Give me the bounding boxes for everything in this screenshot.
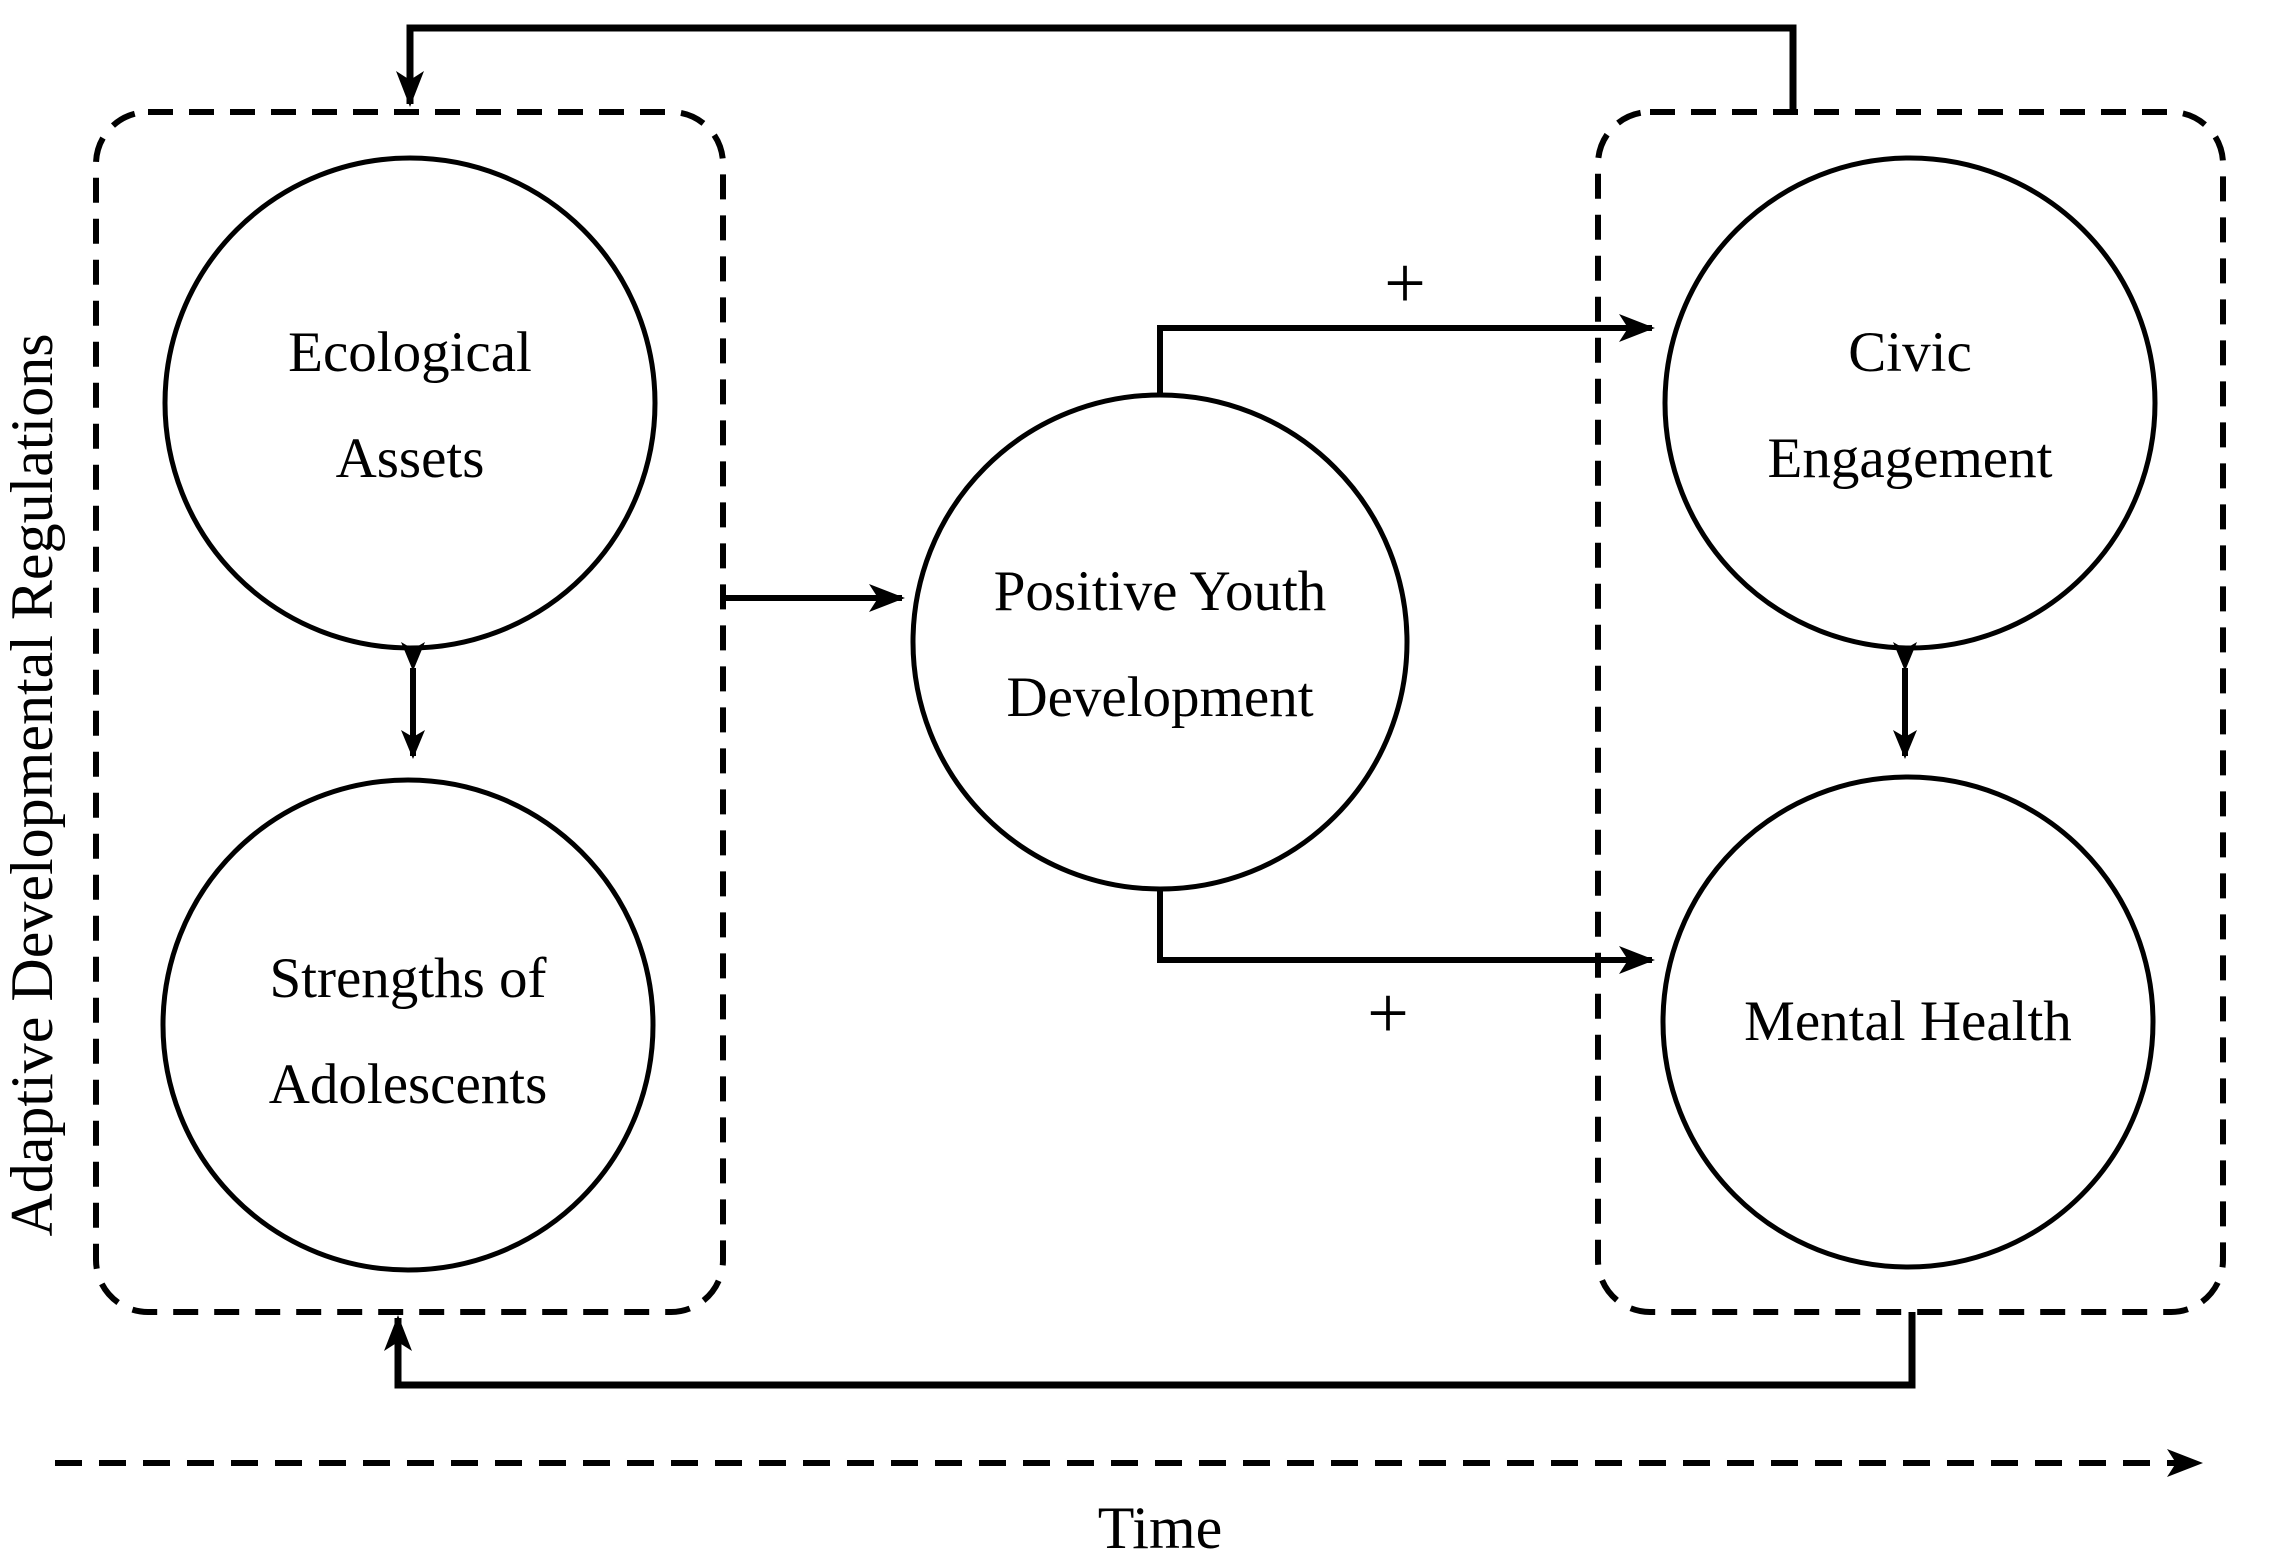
time-axis-label: Time <box>1098 1495 1223 1561</box>
ecological-assets-label-line2: Assets <box>336 427 485 490</box>
strengths-of-adolescents-node <box>160 777 656 1273</box>
plus-sign-civic: + <box>1384 243 1426 325</box>
left-group-rotated-label: Adaptive Developmental Regulations <box>0 333 65 1236</box>
pyd-label-line1: Positive Youth <box>994 560 1327 623</box>
arrow-pyd-to-mental <box>1157 889 1655 974</box>
mental-health-node <box>1660 774 2156 1270</box>
strengths-label-line1: Strengths of <box>269 947 546 1010</box>
left-group-box <box>93 109 726 1315</box>
ecological-assets-label-line1: Ecological <box>288 321 532 384</box>
right-group-box <box>1595 109 2226 1315</box>
plus-sign-mental: + <box>1367 973 1409 1055</box>
civic-engagement-node <box>1662 155 2158 651</box>
ecological-assets-node <box>162 155 658 651</box>
positive-youth-development-node <box>910 392 1410 892</box>
feedback-arrow-bottom <box>384 1312 1916 1389</box>
pyd-label-line2: Development <box>1006 666 1313 729</box>
arrow-pyd-to-civic <box>1157 314 1655 397</box>
civic-label-line2: Engagement <box>1768 427 2053 490</box>
feedback-arrow-top <box>396 24 1797 112</box>
mental-health-label: Mental Health <box>1744 990 2072 1053</box>
strengths-label-line2: Adolescents <box>269 1053 548 1116</box>
civic-label-line1: Civic <box>1848 321 1972 384</box>
